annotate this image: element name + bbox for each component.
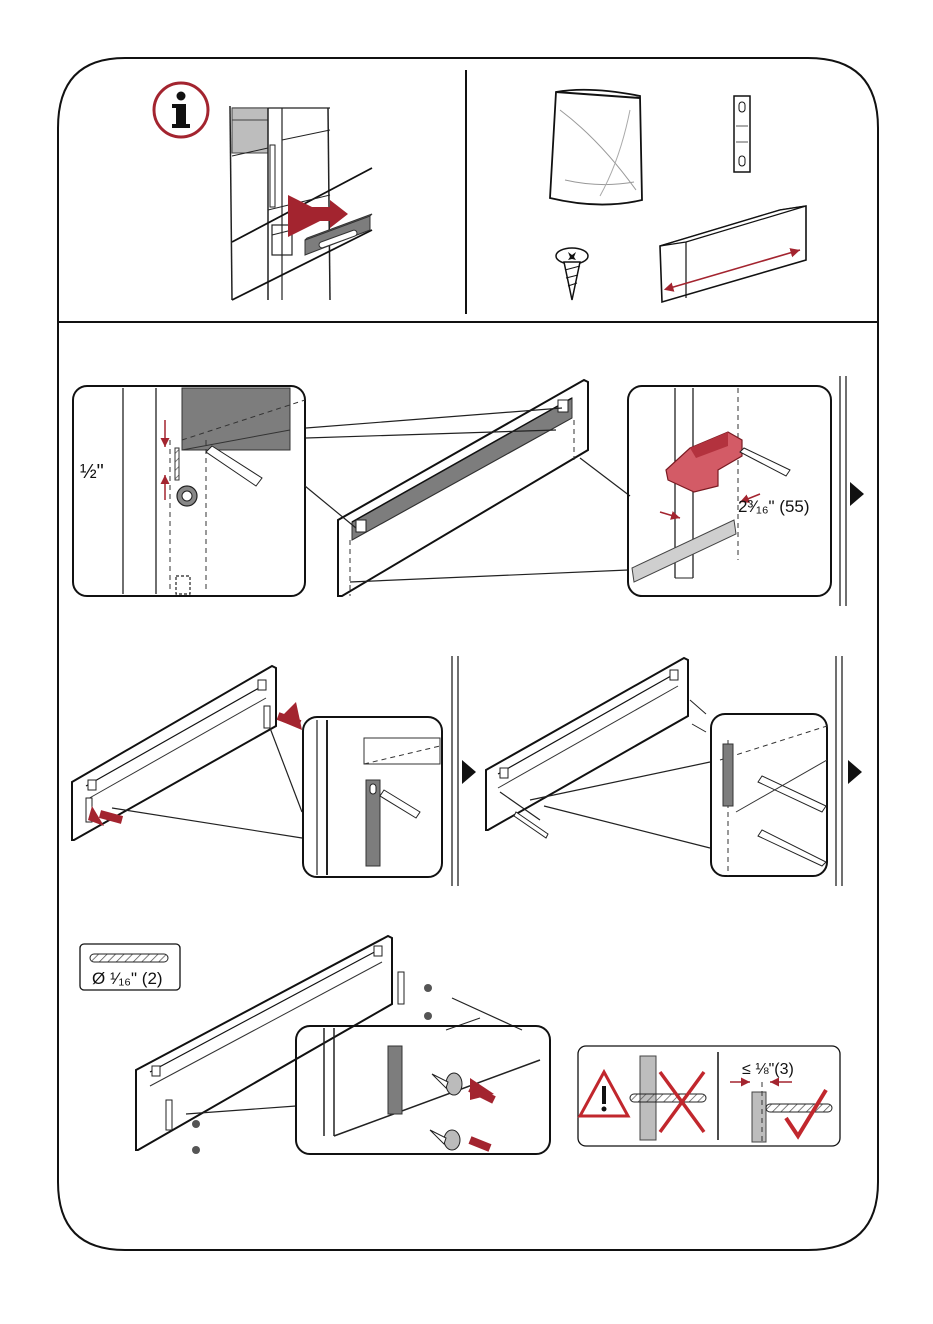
step1-zoom-left: ½" — [73, 386, 305, 596]
drill-template — [666, 432, 742, 492]
front-panel-board — [660, 206, 806, 302]
insert-arrow — [298, 200, 348, 228]
cabinet-overview — [230, 106, 372, 300]
next-step-icon — [850, 482, 864, 506]
drill-bit-spec: Ø ¹⁄₁₆" (2) — [80, 944, 180, 990]
next-step-icon-2 — [462, 760, 476, 784]
drill-bit-icon — [90, 954, 168, 962]
mounting-plate — [734, 96, 750, 172]
step2b-zoom — [711, 714, 827, 876]
step2a-panel — [72, 666, 302, 840]
step1-front-panel — [305, 380, 630, 596]
measure-label: ½" — [80, 461, 104, 483]
hardware-bag — [550, 90, 642, 205]
step1-divider — [840, 376, 846, 606]
step3-zoom — [296, 1026, 550, 1154]
step1-zoom-right: 2³⁄₁₆" (55) — [628, 386, 831, 596]
clearance-label: ≤ ⅛"(3) — [742, 1061, 794, 1078]
step2b-panel — [486, 658, 710, 848]
info-icon — [154, 83, 208, 137]
drill-size-label: Ø ¹⁄₁₆" (2) — [92, 969, 163, 988]
distance-label: 2³⁄₁₆" (55) — [738, 497, 810, 516]
step2a-zoom — [303, 717, 442, 877]
screw-icon — [556, 248, 588, 300]
clearance-warning-box: ≤ ⅛"(3) — [578, 1046, 840, 1146]
step3-panel — [136, 936, 522, 1154]
next-step-icon-3 — [848, 760, 862, 784]
step2-divider — [452, 656, 458, 886]
step2b-divider — [836, 656, 842, 886]
